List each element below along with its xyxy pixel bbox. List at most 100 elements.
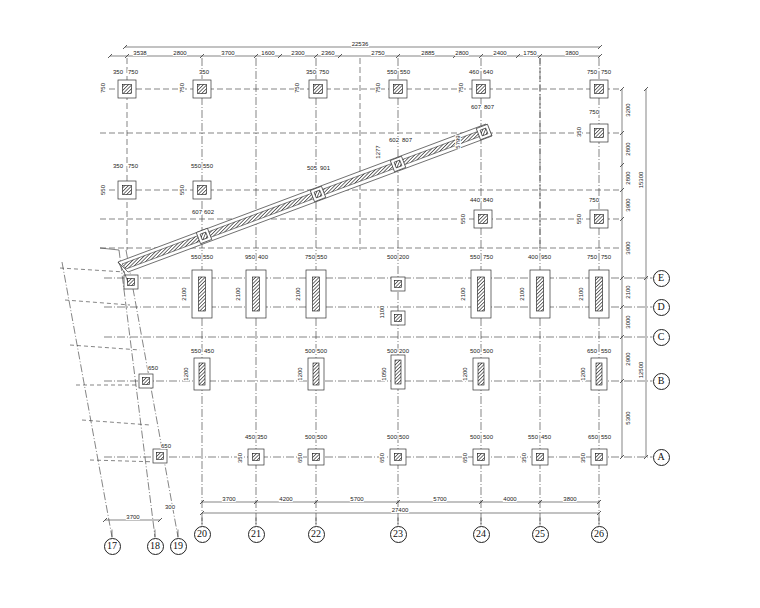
axis-leader	[316, 518, 317, 526]
grid-line	[119, 250, 155, 537]
dimension-text: 750	[600, 254, 611, 260]
dimension-tick	[598, 45, 602, 49]
dimension-tick	[200, 500, 204, 504]
footing	[471, 270, 491, 318]
dimension-tick	[314, 500, 318, 504]
dimension-text: 650	[297, 452, 303, 463]
dimension-text: 500	[469, 348, 480, 354]
dimension-text: 750	[304, 254, 315, 260]
dimension-text: 400	[527, 254, 538, 260]
dimension-tick	[200, 511, 204, 515]
footing	[472, 80, 490, 98]
grid-line	[90, 460, 160, 462]
footing	[532, 449, 548, 465]
dimension-text: 550	[469, 254, 480, 260]
footing	[308, 358, 324, 390]
footing	[193, 80, 211, 98]
dimension-text: 3200	[625, 103, 631, 117]
dimension-text: 1200	[580, 367, 586, 381]
dimension-tick	[598, 54, 602, 58]
dimension-line	[646, 89, 647, 457]
footing	[591, 358, 607, 390]
axis-bubble: D	[653, 299, 670, 316]
grid-line	[100, 248, 119, 250]
grid-line	[76, 385, 145, 386]
dimension-text: 22536	[351, 41, 369, 47]
axis-bubble: 17	[104, 538, 121, 555]
dimension-text: 2100	[460, 287, 466, 301]
dimension-text: 500	[316, 348, 327, 354]
dimension-text: 2800	[455, 50, 469, 56]
axis-number: 23	[393, 529, 403, 539]
dimension-text: 350	[580, 452, 586, 463]
grid-line	[104, 307, 652, 308]
dimension-text: 460	[468, 69, 479, 75]
dimension-text: 500	[316, 434, 327, 440]
dimension-text: 5799	[455, 135, 461, 149]
dimension-text: 650	[586, 348, 597, 354]
dimension-text: 3538	[133, 50, 147, 56]
dimension-text: 550	[100, 184, 106, 195]
footing	[309, 80, 327, 98]
axis-number: 20	[197, 529, 207, 539]
footing	[391, 355, 405, 389]
footing	[310, 186, 326, 202]
axis-leader	[178, 530, 179, 538]
dimension-text: 602	[203, 209, 214, 215]
dimension-tick	[314, 54, 318, 58]
dimension-text: 12500	[638, 361, 644, 379]
footing	[530, 270, 550, 318]
dimension-tick	[338, 54, 342, 58]
dimension-text: 2400	[493, 50, 507, 56]
dimension-tick	[597, 511, 601, 515]
dimension-text: 3800	[563, 496, 577, 502]
dimension-text: 350	[521, 452, 527, 463]
dimension-text: 750	[588, 109, 599, 115]
axis-number: 21	[251, 529, 261, 539]
dimension-text: 350	[305, 69, 316, 75]
dimension-text: 640	[482, 69, 493, 75]
axis-number: 25	[535, 529, 545, 539]
dimension-tick	[479, 54, 483, 58]
dimension-tick	[620, 131, 624, 135]
dimension-tick	[620, 163, 624, 167]
axis-bubble: 19	[170, 538, 187, 555]
dimension-text: 2100	[295, 287, 301, 301]
grid-line	[60, 268, 125, 272]
dimension-text: 550	[386, 69, 397, 75]
dimension-text: 350	[112, 163, 123, 169]
axis-leader	[256, 518, 257, 526]
dimension-tick	[620, 455, 624, 459]
dimension-text: 440	[469, 197, 480, 203]
dimension-text: 27400	[391, 507, 409, 513]
axis-bubble: 25	[532, 526, 549, 543]
dimension-text: 500	[386, 434, 397, 440]
axis-number: A	[657, 452, 664, 462]
axis-bubble: 26	[591, 526, 608, 543]
dimension-tick	[538, 54, 542, 58]
grid-line	[104, 337, 652, 338]
dimension-text: 807	[483, 104, 494, 110]
axis-bubble: B	[653, 373, 670, 390]
grid-line	[100, 219, 620, 220]
footing	[246, 270, 266, 318]
dimension-text: 550	[460, 213, 466, 224]
dimension-tick	[538, 500, 542, 504]
dimension-text: 750	[318, 69, 329, 75]
axis-bubble: E	[653, 270, 670, 287]
dimension-text: 500	[386, 254, 397, 260]
axis-bubble: 21	[248, 526, 265, 543]
dimension-text: 550	[179, 184, 185, 195]
dimension-text: 1100	[379, 305, 385, 319]
grid-line	[65, 300, 130, 305]
dimension-text: 650	[147, 365, 158, 371]
dimension-text: 505	[306, 165, 317, 171]
axis-bubble: 20	[194, 526, 211, 543]
dimension-text: 2900	[625, 352, 631, 366]
dimension-text: 350	[256, 434, 267, 440]
footing	[590, 210, 608, 228]
dimension-tick	[620, 217, 624, 221]
axis-bubble: 23	[390, 526, 407, 543]
axis-number: E	[658, 273, 664, 283]
